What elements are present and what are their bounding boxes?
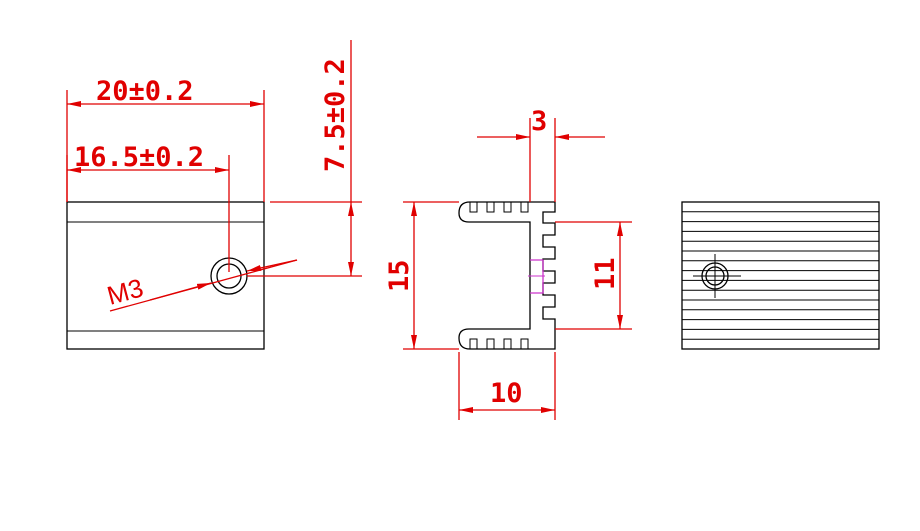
- dim-side-width: 10: [458, 352, 556, 420]
- front-view-body: [66, 201, 265, 350]
- dim-overall-width-label: 20±0.2: [96, 76, 194, 107]
- dim-fin-width-label: 3: [531, 106, 547, 137]
- dim-hole-offset-y-label: 7.5±0.2: [320, 58, 351, 172]
- dim-hole-offset-x: 16.5±0.2: [66, 142, 230, 272]
- dim-side-height-label: 15: [384, 259, 415, 292]
- side-view-bottom-teeth: [469, 338, 529, 349]
- dim-inner-height-label: 11: [590, 257, 621, 290]
- dim-inner-height: 11: [555, 221, 632, 330]
- dim-side-height: 15: [384, 201, 459, 350]
- thread-note: M3: [104, 259, 298, 312]
- rear-view-body: [681, 201, 880, 350]
- side-view-top-teeth: [469, 202, 529, 213]
- dim-hole-offset-y: 7.5±0.2: [247, 40, 362, 277]
- dim-side-width-label: 10: [490, 378, 523, 409]
- front-view: [66, 201, 265, 350]
- dim-hole-offset-x-label: 16.5±0.2: [74, 142, 204, 173]
- rear-view: [681, 201, 880, 350]
- side-view: [458, 201, 556, 350]
- dim-overall-width: 20±0.2: [66, 76, 265, 202]
- dim-fin-width: 3: [477, 106, 605, 202]
- thread-note-label: M3: [104, 272, 147, 310]
